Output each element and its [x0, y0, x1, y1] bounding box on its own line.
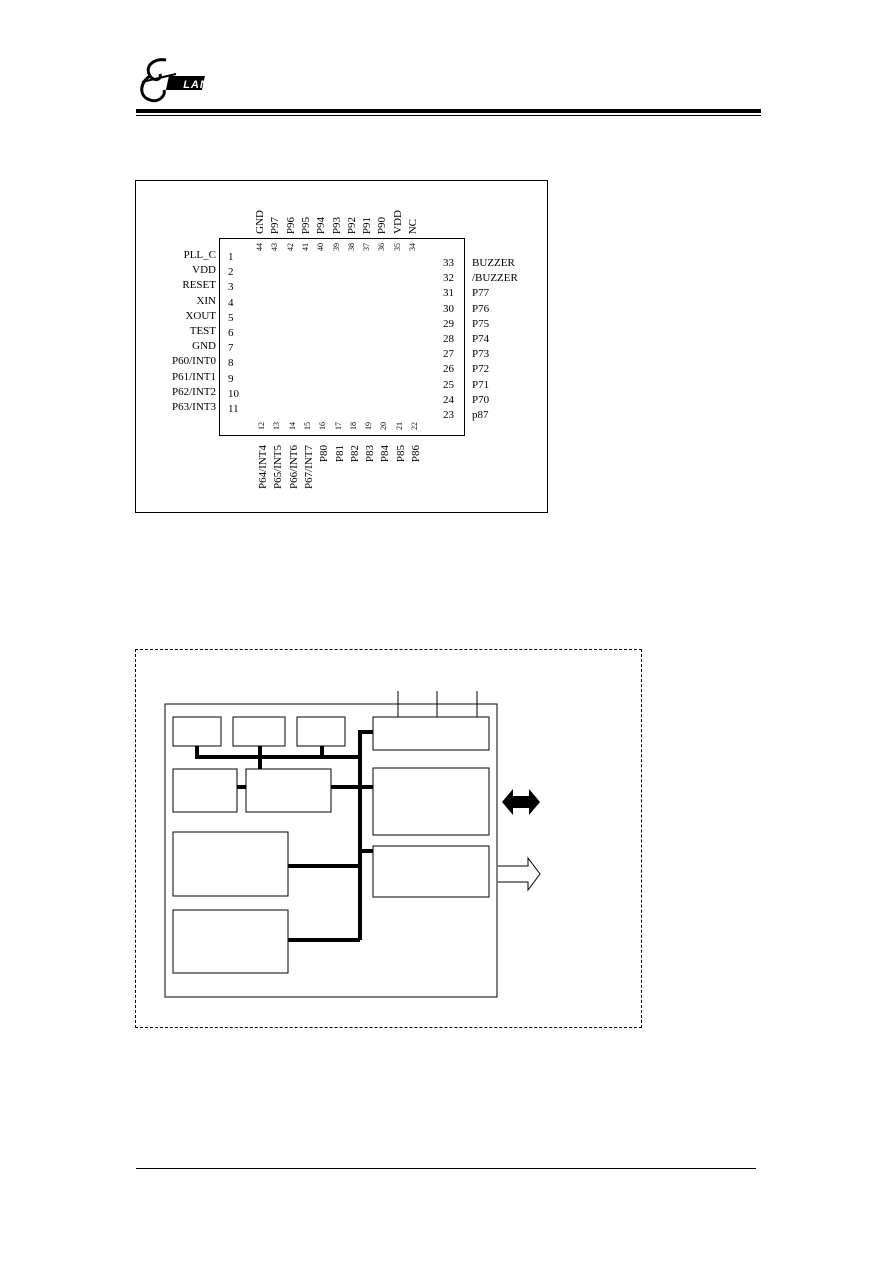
pin-number-right: 25: [443, 378, 454, 391]
pin-label-left: P62/INT2: [172, 385, 216, 398]
block-1: [172, 716, 222, 747]
pin-number-left: 11: [228, 403, 239, 415]
block-lower-right: [372, 845, 490, 898]
header-rule-thin: [136, 115, 761, 116]
bus-lines: [195, 730, 373, 942]
pin-number-left: 5: [228, 311, 234, 324]
pin-diagram-frame: [135, 180, 548, 513]
pin-label-right: /BUZZER: [472, 272, 518, 285]
pin-label-right: P74: [472, 333, 490, 345]
block-mid-right: [372, 767, 490, 836]
pin-label-right: P70: [472, 393, 490, 406]
block-bottom-left: [172, 909, 289, 974]
pin-label-right: P75: [472, 317, 490, 330]
pin-label-left: P61/INT1: [172, 370, 216, 383]
pin-label-right: BUZZER: [472, 257, 515, 269]
pin-label-right: P77: [472, 287, 490, 300]
block-2: [232, 716, 286, 747]
outer-block: [164, 703, 498, 998]
pin-number-right: 32: [443, 272, 454, 285]
pin-number-left: 9: [228, 372, 234, 385]
pin-number-right: 23: [443, 409, 454, 421]
pin-number-right: 30: [443, 302, 454, 315]
pin-label-left: PLL_C: [183, 249, 216, 261]
pin-number-right: 29: [443, 317, 454, 330]
pin-number-left: 3: [228, 281, 234, 294]
pin-label-left: GND: [192, 340, 216, 353]
pin-number-right: 27: [443, 348, 454, 361]
bidirectional-arrow-icon: [502, 789, 540, 815]
block-diagram-frame: [135, 649, 642, 1028]
block-mid-left: [172, 768, 238, 813]
footer-rule: [136, 1168, 756, 1169]
pin-label-right: P73: [472, 348, 490, 361]
pin-number-left: 1: [228, 251, 234, 263]
pin-label-left: XOUT: [185, 309, 216, 322]
output-arrow-icon: [498, 856, 541, 892]
pin-number-left: 2: [228, 266, 234, 279]
block-top-right: [372, 716, 490, 751]
block-lower-left: [172, 831, 289, 897]
pin-label-left: P63/INT3: [172, 401, 216, 413]
pin-label-left: TEST: [189, 325, 216, 337]
block-mid-center: [245, 768, 332, 813]
pin-label-right: p87: [472, 409, 489, 421]
pin-label-right: P76: [472, 302, 490, 315]
header-rule: [136, 109, 761, 113]
pin-number-right: 31: [443, 287, 454, 300]
pin-number-right: 33: [443, 257, 454, 269]
pin-number-right: 24: [443, 393, 454, 406]
pin-label-left: XIN: [196, 294, 216, 307]
chip-package-outline: [219, 238, 465, 436]
block-3: [296, 716, 346, 747]
pin-number-right: 28: [443, 333, 454, 345]
pin-label-right: P71: [472, 378, 490, 391]
pin-label-left: RESET: [182, 279, 216, 292]
pin-number-left: 8: [228, 357, 234, 370]
pin-number-left: 4: [228, 296, 234, 309]
pin-number-left: 7: [228, 342, 234, 355]
pin-number-right: 26: [443, 363, 454, 376]
pin-label-left: P60/INT0: [172, 355, 216, 368]
pin-label-left: VDD: [192, 264, 216, 277]
pin-label-right: P72: [472, 363, 490, 376]
elan-logo: [136, 52, 216, 107]
pin-number-left: 10: [228, 387, 239, 400]
pin-number-left: 6: [228, 327, 234, 339]
logo-wordmark: LAN: [183, 79, 209, 91]
